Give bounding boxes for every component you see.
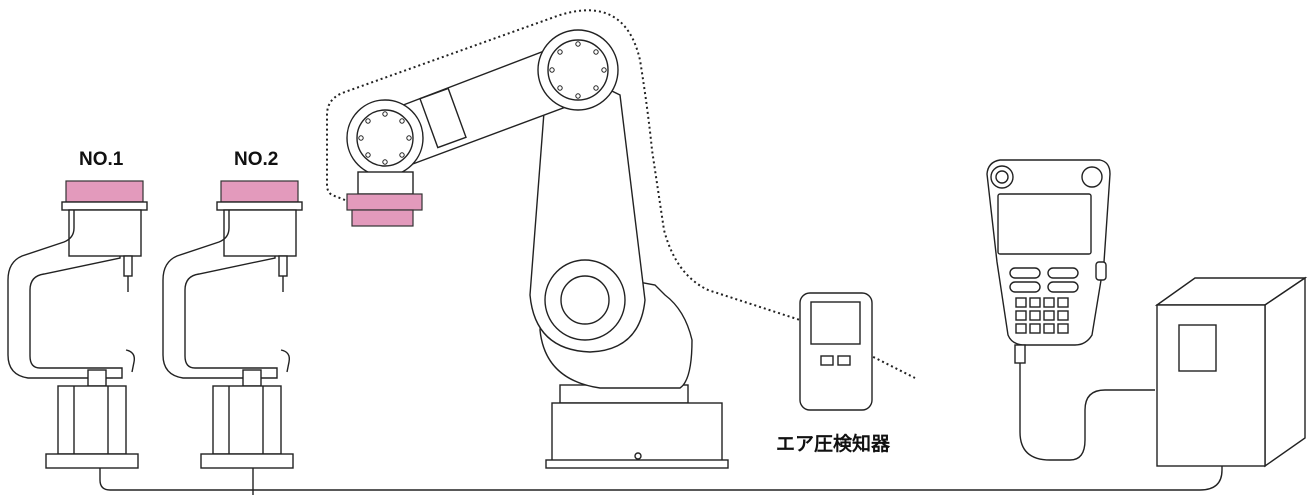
flange-no1 bbox=[61, 201, 148, 211]
shoulder-bolts bbox=[549, 41, 607, 99]
end-effector-pink-upper bbox=[346, 193, 423, 211]
cabinet-panel bbox=[1178, 324, 1217, 372]
teach-pendant bbox=[986, 159, 1155, 461]
clamp-tip-no2 bbox=[280, 349, 291, 373]
air-pressure-detector bbox=[799, 292, 873, 411]
pendant-keypad bbox=[1009, 267, 1079, 334]
bottom-cable bbox=[99, 385, 1223, 491]
flange-no2 bbox=[216, 201, 303, 211]
clamp-frame-no2 bbox=[162, 210, 278, 379]
pink-fixture-no2 bbox=[220, 180, 299, 203]
label-no2: NO.2 bbox=[234, 149, 279, 170]
column-no1 bbox=[57, 385, 127, 455]
cabinet-side bbox=[1264, 276, 1306, 468]
robot-arm bbox=[326, 9, 916, 469]
station-no1 bbox=[7, 180, 148, 469]
pendant-knob-right bbox=[1081, 166, 1103, 188]
pendant-cable bbox=[1019, 360, 1155, 461]
clamp-pad-no2 bbox=[242, 369, 262, 387]
head-block-no1 bbox=[68, 209, 142, 257]
clamp-frame-no1 bbox=[7, 210, 123, 379]
detector-button-right bbox=[837, 355, 851, 366]
clamp-pad-no1 bbox=[87, 369, 107, 387]
detector-button-left bbox=[820, 355, 834, 366]
end-effector-pink-lower bbox=[351, 209, 414, 227]
pink-fixture-no1 bbox=[65, 180, 144, 203]
end-effector-neck bbox=[357, 171, 414, 195]
label-no1: NO.1 bbox=[79, 149, 124, 170]
base-no2 bbox=[200, 453, 294, 469]
air-hose bbox=[326, 9, 916, 379]
robot-pedestal-base bbox=[545, 459, 729, 469]
wrist-bolts bbox=[358, 111, 412, 165]
pendant-screen bbox=[997, 193, 1092, 255]
station-no2 bbox=[162, 180, 303, 495]
base-no1 bbox=[45, 453, 139, 469]
forearm-collar bbox=[419, 87, 467, 149]
clamp-tip-no1 bbox=[125, 349, 136, 373]
head-block-no2 bbox=[223, 209, 297, 257]
probe-body-no2 bbox=[278, 255, 288, 277]
detector-screen bbox=[810, 301, 861, 345]
column-no2 bbox=[212, 385, 282, 455]
pendant-connector bbox=[1014, 344, 1026, 364]
probe-body-no1 bbox=[123, 255, 133, 277]
controller-cabinet bbox=[1154, 276, 1308, 468]
label-air-pressure-detector: エア圧検知器 bbox=[776, 434, 891, 455]
